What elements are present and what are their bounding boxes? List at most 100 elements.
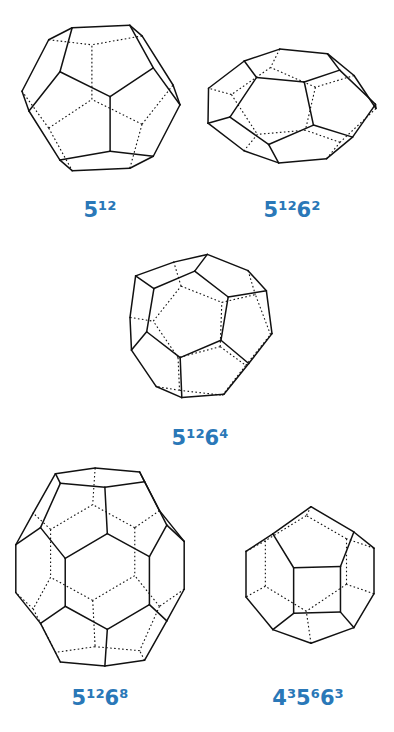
front-edge (249, 334, 272, 364)
front-edge (313, 125, 352, 137)
front-edge (207, 88, 209, 123)
front-edge (142, 36, 173, 85)
front-edge (159, 511, 184, 542)
front-edge (130, 317, 131, 350)
front-edge (311, 507, 354, 532)
hidden-edge (50, 529, 51, 577)
front-edge (340, 567, 342, 613)
front-edge (154, 271, 195, 288)
front-edge (311, 628, 354, 644)
front-edge (105, 487, 107, 533)
front-edge (221, 340, 249, 363)
front-edge (149, 557, 151, 605)
cage-figure (130, 254, 272, 397)
front-edge (107, 534, 149, 557)
front-edge (153, 68, 180, 105)
front-edge (244, 49, 279, 61)
cage-label: 5¹²6⁸ (72, 686, 129, 711)
front-edge (65, 606, 107, 629)
front-edge (41, 528, 66, 559)
cage-label: 5¹² (83, 198, 116, 223)
front-edge (110, 151, 153, 156)
front-edge (156, 387, 182, 398)
front-edge (22, 40, 49, 91)
front-edge (147, 289, 154, 332)
front-edge (221, 297, 228, 340)
front-edge (180, 340, 221, 357)
front-edge (60, 151, 110, 160)
cage-label: 5¹²6⁴ (172, 426, 229, 451)
front-edge (209, 61, 245, 88)
front-edge (353, 104, 376, 137)
front-edge (195, 254, 208, 271)
cage-figure (208, 49, 376, 163)
hidden-edge (55, 647, 95, 653)
hidden-edge (91, 45, 92, 100)
front-edge (280, 49, 328, 54)
front-edge (130, 276, 136, 317)
front-edge (273, 613, 294, 629)
front-edge (354, 76, 376, 109)
front-edge (208, 117, 230, 123)
front-edge (64, 558, 66, 606)
front-edge (273, 507, 311, 534)
front-edge (173, 85, 180, 105)
front-edge (60, 160, 72, 171)
front-edge (147, 332, 181, 358)
hidden-edge (93, 576, 135, 601)
front-edge (294, 567, 341, 568)
front-edge (15, 545, 17, 593)
hidden-edge (22, 91, 49, 128)
front-edge (136, 276, 154, 289)
hidden-edge (306, 516, 346, 539)
front-edge (60, 28, 72, 72)
front-edge (180, 358, 182, 398)
front-edge (224, 363, 249, 394)
hidden-edge (306, 611, 311, 643)
hidden-edge (315, 76, 354, 88)
hidden-edge (244, 134, 257, 150)
front-edge (167, 589, 184, 621)
front-edge (41, 483, 61, 527)
hidden-edge (265, 586, 306, 611)
front-edge (327, 54, 354, 76)
front-edge (72, 25, 130, 27)
front-edge (29, 111, 60, 160)
front-edge (105, 629, 107, 666)
cage-label: 5¹²6² (264, 198, 321, 223)
front-edge (273, 630, 311, 644)
cage-label: 4³5⁶6³ (272, 686, 343, 711)
front-edge (246, 597, 273, 630)
front-edge (294, 612, 341, 613)
front-edge (230, 77, 257, 117)
hidden-edge (49, 40, 92, 45)
front-edge (208, 123, 244, 151)
hidden-edge (51, 577, 93, 600)
front-edge (340, 612, 353, 627)
front-edge (183, 541, 185, 589)
front-edge (245, 551, 247, 597)
hidden-edge (49, 128, 72, 171)
front-edge (131, 350, 156, 386)
front-edge (207, 254, 248, 270)
cage-figure (22, 25, 180, 170)
hidden-edge (140, 606, 160, 650)
front-edge (110, 68, 153, 97)
hidden-edge (209, 88, 232, 94)
hidden-edge (92, 36, 142, 45)
hidden-edge (130, 317, 153, 321)
front-edge (72, 168, 130, 170)
hidden-edge (231, 67, 270, 94)
hidden-edge (271, 67, 316, 87)
hidden-edge (231, 95, 257, 135)
hidden-edge (130, 124, 142, 168)
front-edge (60, 483, 105, 487)
front-edge (16, 528, 41, 545)
front-edge (145, 621, 167, 660)
hidden-edge (178, 358, 179, 391)
front-edge (246, 534, 273, 551)
front-edge (95, 468, 140, 472)
hidden-edge (346, 539, 347, 585)
front-edge (354, 594, 374, 628)
front-edge (293, 568, 295, 614)
